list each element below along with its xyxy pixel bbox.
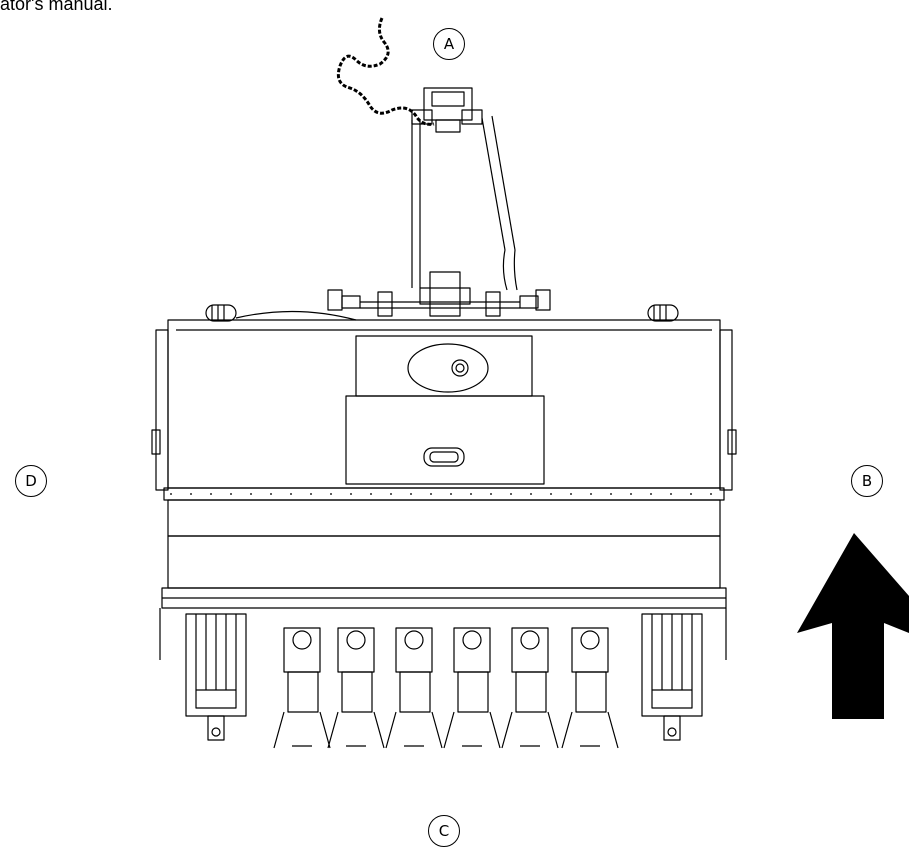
frame-bars xyxy=(159,487,727,660)
row-units xyxy=(273,627,619,749)
front-mount xyxy=(327,271,551,317)
callout-d: D xyxy=(15,465,47,497)
tongue-poles xyxy=(411,115,518,291)
caption-text: ator's manual. xyxy=(0,0,113,14)
tanks xyxy=(205,304,679,322)
side-cylinders xyxy=(185,613,703,741)
callout-b: B xyxy=(851,465,883,497)
hitch-chain xyxy=(336,17,435,126)
callout-a: A xyxy=(433,28,465,60)
hitch-block xyxy=(411,87,483,133)
callout-c: C xyxy=(428,815,460,847)
